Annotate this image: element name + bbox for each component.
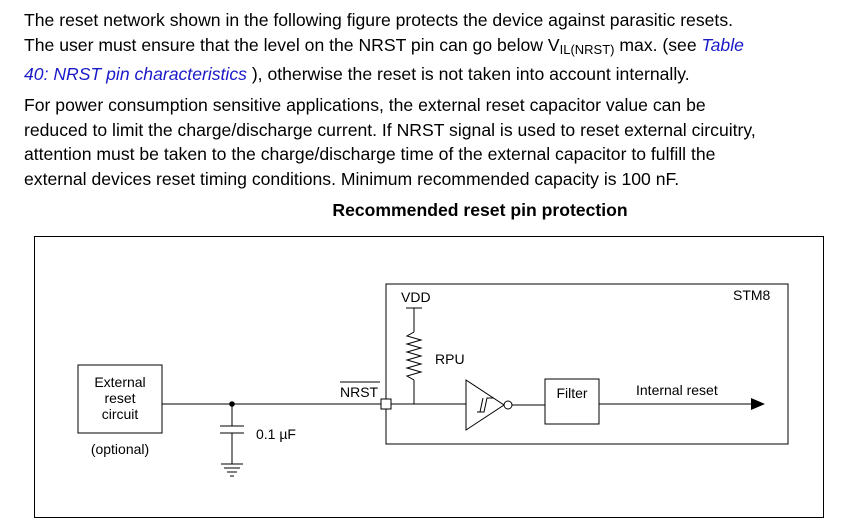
paragraph1-line1: The reset network shown in the following…	[24, 10, 733, 30]
ground-icon	[221, 463, 243, 477]
nrst-label: NRST	[340, 384, 379, 400]
reset-pin-protection-diagram: VDD STM8 RPU External reset circuit (opt…	[34, 236, 824, 518]
filter-label: Filter	[556, 385, 587, 401]
rpu-label: RPU	[435, 351, 465, 367]
ext-circuit-line3: circuit	[102, 406, 139, 422]
paragraph1-line3-post: ), otherwise the reset is not taken into…	[246, 64, 690, 84]
paragraph2-line3: attention must be taken to the charge/di…	[24, 144, 716, 164]
figure-frame	[34, 236, 824, 518]
figure-title: Recommended reset pin protection	[332, 200, 628, 220]
internal-reset-label: Internal reset	[636, 382, 718, 398]
paragraph2-line4: external devices reset timing conditions…	[24, 168, 680, 189]
paragraph1-line2: The user must ensure that the level on t…	[24, 33, 854, 63]
vil-subscript: IL(NRST)	[559, 41, 615, 57]
paragraph-reset-network: The reset network shown in the following…	[24, 8, 854, 87]
paragraph2-line1: For power consumption sensitive applicat…	[24, 95, 706, 115]
capacitor	[220, 404, 244, 464]
schmitt-trigger-icon	[465, 379, 513, 431]
stm8-chip-box	[385, 283, 789, 445]
paragraph1-line2-pre: The user must ensure that the level on t…	[24, 34, 560, 55]
external-reset-circuit-box	[77, 364, 163, 434]
ext-circuit-line2: reset	[104, 390, 135, 406]
paragraph1-line3: 40: NRST pin characteristics ), otherwis…	[24, 62, 854, 87]
nrst-pin-pad	[380, 398, 392, 410]
filter-box	[544, 378, 600, 425]
optional-label: (optional)	[91, 441, 149, 457]
stm8-label: STM8	[733, 287, 771, 303]
capacitor-label: 0.1 µF	[256, 426, 296, 442]
vdd-label: VDD	[401, 289, 431, 305]
paragraph2-line2: reduced to limit the charge/discharge cu…	[24, 119, 756, 140]
ext-circuit-line1: External	[94, 374, 145, 390]
pullup-resistor	[405, 307, 423, 404]
table40-link-part1[interactable]: Table	[701, 34, 744, 55]
paragraph-power-consumption: For power consumption sensitive applicat…	[24, 93, 854, 191]
arrow-right-icon	[751, 398, 765, 410]
table40-link-part2[interactable]: 40: NRST pin characteristics	[24, 64, 247, 84]
paragraph1-line2-post: max. (see	[614, 34, 702, 55]
